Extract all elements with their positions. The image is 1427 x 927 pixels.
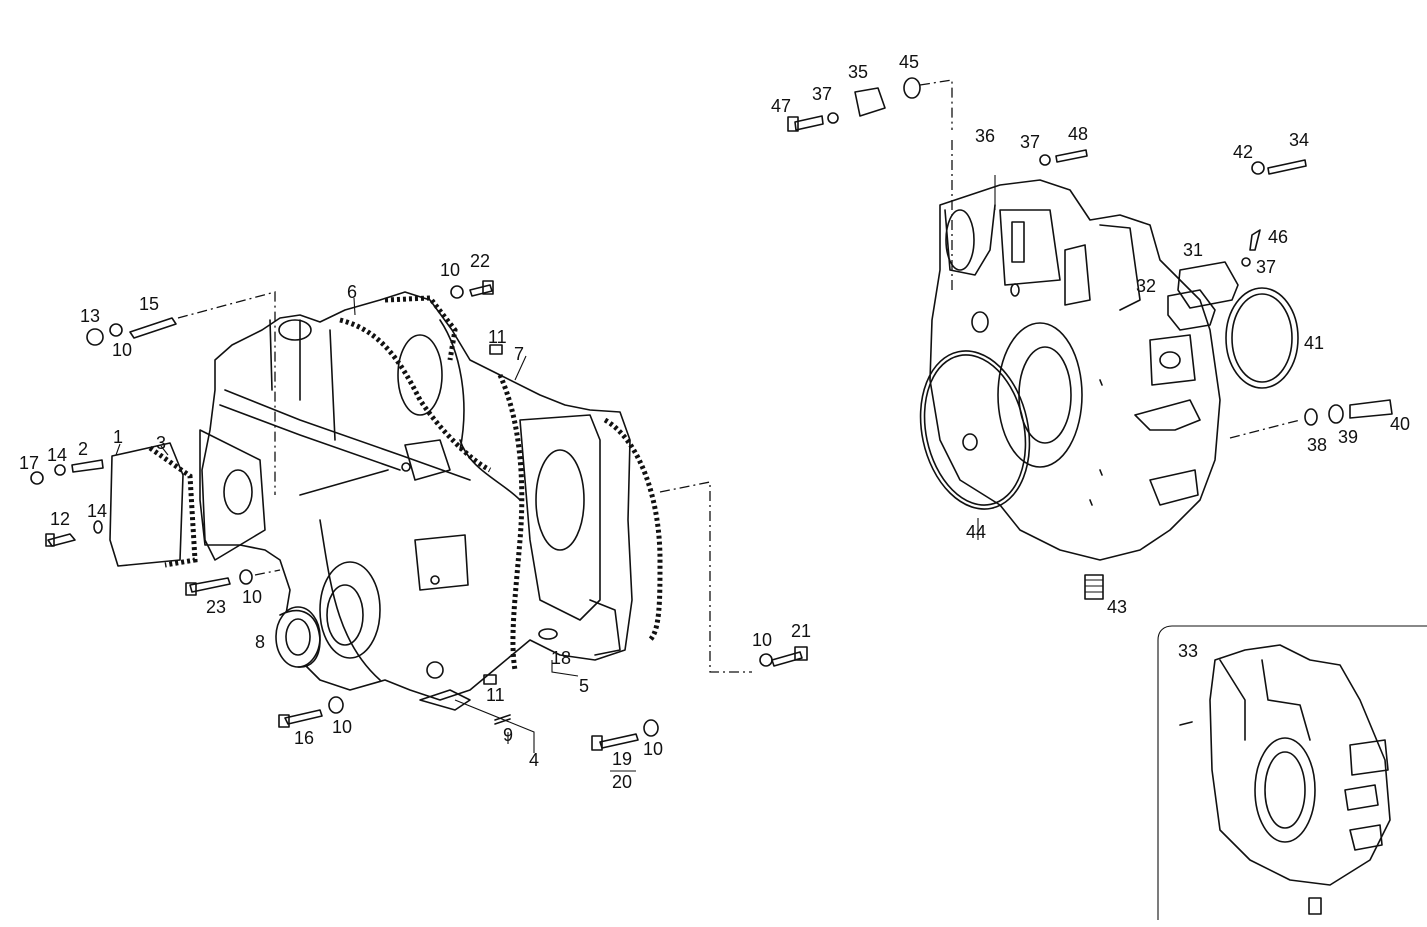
label-48: 48 [1068,124,1088,144]
label-16: 16 [294,728,314,748]
label-38: 38 [1307,435,1327,455]
label-13: 13 [80,306,100,326]
inset-alternative-housing [1157,625,1427,920]
label-11: 11 [488,327,507,347]
label-14b: 14 [87,501,107,521]
label-4: 4 [529,750,539,770]
label-37b: 37 [1020,132,1040,152]
label-7: 7 [514,344,524,364]
label-1: 1 [113,427,123,447]
label-32: 32 [1136,276,1156,296]
label-10e: 10 [643,739,663,759]
bolt-15 [129,291,276,495]
label-34: 34 [1289,130,1309,150]
label-43: 43 [1107,597,1127,617]
label-44: 44 [966,522,986,542]
label-3: 3 [156,433,166,453]
label-9: 9 [503,725,513,745]
label-17: 17 [19,453,39,473]
label-36: 36 [975,126,995,146]
label-37c: 37 [1256,257,1276,277]
label-10c: 10 [242,587,262,607]
flywheel-housing-assembly [787,77,1393,600]
label-11b: 11 [486,685,505,705]
label-19: 19 [612,749,632,769]
part-labels: 13 15 10 6 10 22 11 7 1 3 2 14 17 12 14 … [19,52,1410,792]
label-20: 20 [612,772,632,792]
label-5: 5 [579,676,589,696]
label-33: 33 [1178,641,1198,661]
timing-case-assembly [30,280,808,753]
label-2: 2 [78,439,88,459]
label-47: 47 [771,96,791,116]
label-21: 21 [791,621,811,641]
label-18: 18 [551,648,571,668]
label-42: 42 [1233,142,1253,162]
label-10f: 10 [752,630,772,650]
label-39: 39 [1338,427,1358,447]
label-15: 15 [139,294,159,314]
label-35: 35 [848,62,868,82]
label-22: 22 [470,251,490,271]
label-10b: 10 [440,260,460,280]
label-14: 14 [47,445,67,465]
label-31: 31 [1183,240,1203,260]
label-10: 10 [112,340,132,360]
label-40: 40 [1390,414,1410,434]
label-10d: 10 [332,717,352,737]
label-6: 6 [347,282,357,302]
label-23: 23 [206,597,226,617]
label-37: 37 [812,84,832,104]
label-8: 8 [255,632,265,652]
label-12: 12 [50,509,70,529]
label-41: 41 [1304,333,1324,353]
label-46: 46 [1268,227,1288,247]
label-45: 45 [899,52,919,72]
